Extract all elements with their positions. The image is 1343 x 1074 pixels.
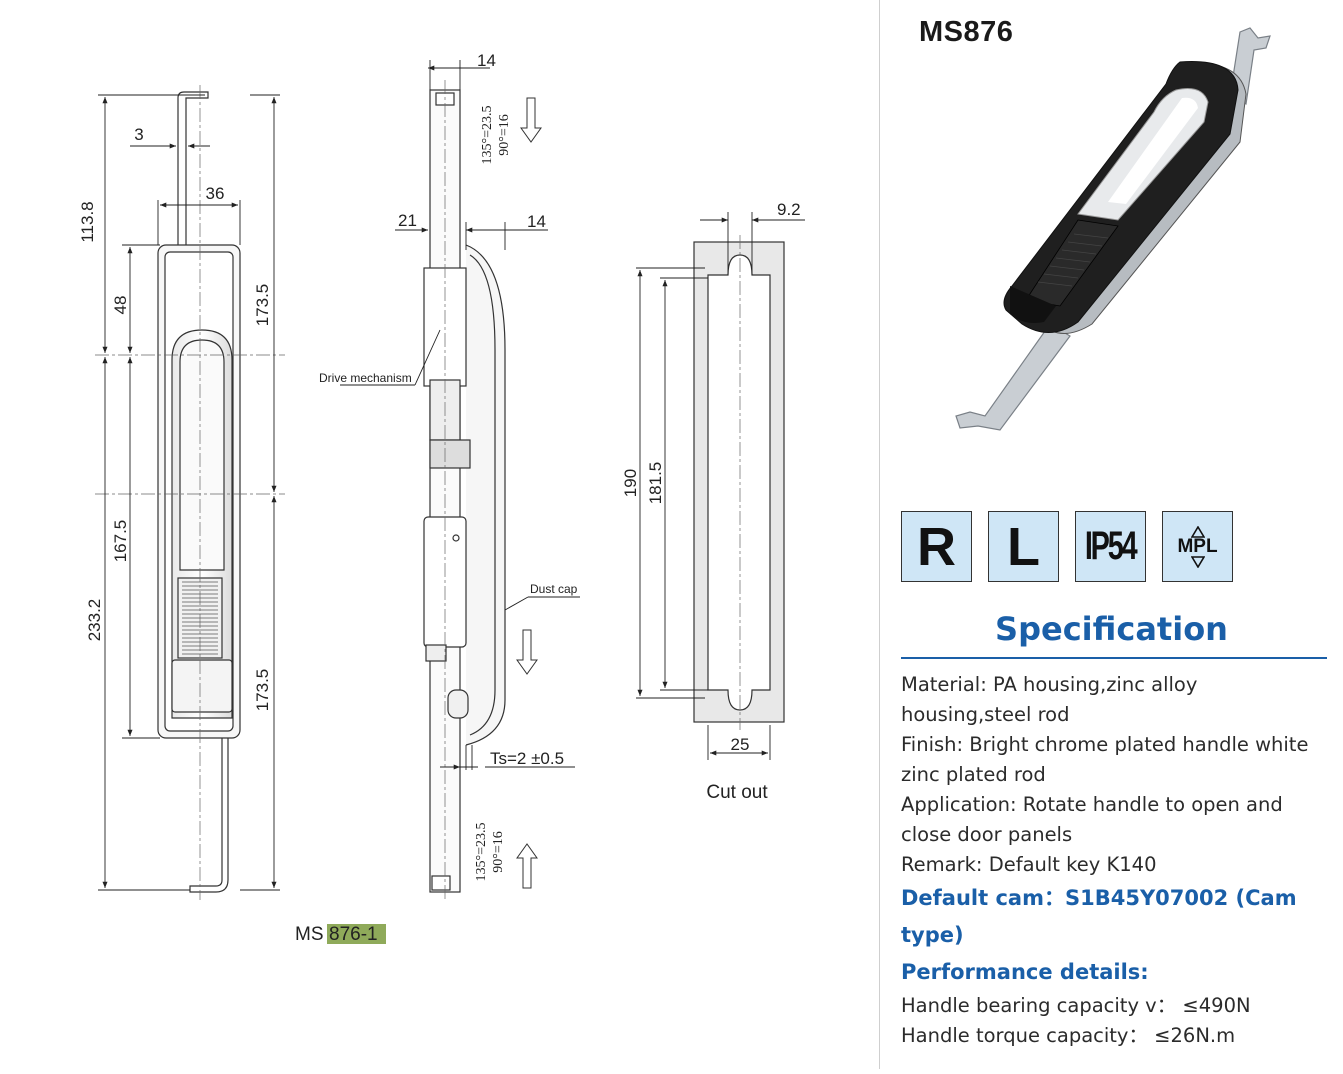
badge-mpl: MPL (1162, 511, 1233, 582)
badge-ip54-text: IP54 (1085, 524, 1138, 568)
cutout-caption: Cut out (706, 782, 768, 803)
dim-9-2: 9.2 (777, 200, 801, 219)
angle-top-135: 135°=23.5 (480, 106, 495, 165)
caption-highlight-bg (327, 924, 386, 944)
spec-list: Material: PA housing,zinc alloy housing,… (901, 670, 1331, 1051)
angle-bottom-135: 135°=23.5 (474, 823, 489, 882)
dim-36: 36 (206, 184, 225, 203)
performance-bearing: Handle bearing capacity v： ≤490N (901, 994, 1251, 1017)
front-centerline (95, 85, 285, 900)
triangle-up-icon (1190, 525, 1205, 538)
badge-left-hand: L (988, 511, 1059, 582)
spec-underline (901, 657, 1327, 659)
dim-ts: Ts=2 ±0.5 (490, 749, 564, 768)
drawing-svg: 113.8 3 36 48 173.5 167.5 233.2 173.5 MS… (78, 51, 805, 945)
dim-14-mid: 14 (527, 212, 546, 231)
grip-ribs (1037, 233, 1109, 287)
product-title: MS876 (919, 16, 1014, 48)
spec-application: Application: Rotate handle to open and c… (901, 793, 1283, 846)
label-drive-mechanism: Drive mechanism (319, 371, 412, 385)
badge-row: R L IP54 MPL (901, 511, 1233, 582)
panel-divider (879, 0, 880, 1069)
product-photo (955, 27, 1271, 431)
spec-title: Specification (995, 610, 1228, 648)
performance-torque: Handle torque capacity： ≤26N.m (901, 1024, 1236, 1047)
cutout-dimension-lines (636, 212, 805, 760)
angle-top-90: 90°=16 (497, 114, 512, 156)
front-dimension-lines (98, 94, 280, 891)
dim-48: 48 (111, 296, 130, 315)
product-panel: MS876 R L IP54 MPL (880, 0, 1343, 1069)
side-direction-arrows (516, 97, 542, 889)
technical-drawing: 113.8 3 36 48 173.5 167.5 233.2 173.5 MS… (78, 51, 805, 945)
dim-173-5-top: 173.5 (253, 284, 272, 327)
dim-21: 21 (398, 211, 417, 230)
dim-14-top: 14 (477, 51, 496, 70)
triangle-down-icon (1190, 555, 1205, 568)
label-dust-cap: Dust cap (530, 582, 578, 596)
spec-finish: Finish: Bright chrome plated handle whit… (901, 733, 1309, 786)
cutout-view (693, 241, 785, 723)
dim-113-8: 113.8 (78, 201, 97, 242)
badge-mpl-text: MPL (1177, 535, 1218, 557)
dim-3: 3 (134, 125, 143, 144)
angle-bottom-90: 90°=16 (491, 831, 506, 873)
spec-remark: Remark: Default key K140 (901, 853, 1157, 876)
caption-highlight: 876-1 (329, 924, 378, 945)
dim-25: 25 (731, 735, 750, 754)
dim-233-2: 233.2 (85, 599, 104, 642)
front-view (157, 91, 241, 893)
dim-173-5-bottom: 173.5 (253, 669, 272, 712)
caption-prefix: MS (295, 924, 324, 945)
spec-default-cam: Default cam：S1B45Y07002 (Cam type) (901, 886, 1297, 947)
dim-181-5: 181.5 (646, 462, 665, 505)
badge-ip54: IP54 (1075, 511, 1146, 582)
front-caption: MS (295, 924, 324, 945)
spec-material: Material: PA housing,zinc alloy housing,… (901, 673, 1198, 726)
dim-190: 190 (621, 469, 640, 497)
side-view (423, 89, 506, 893)
front-bottom-cap (171, 659, 233, 713)
badge-right-hand: R (901, 511, 972, 582)
performance-title: Performance details: (901, 960, 1149, 984)
side-dimension-lines (340, 60, 580, 770)
dim-167-5: 167.5 (111, 520, 130, 563)
